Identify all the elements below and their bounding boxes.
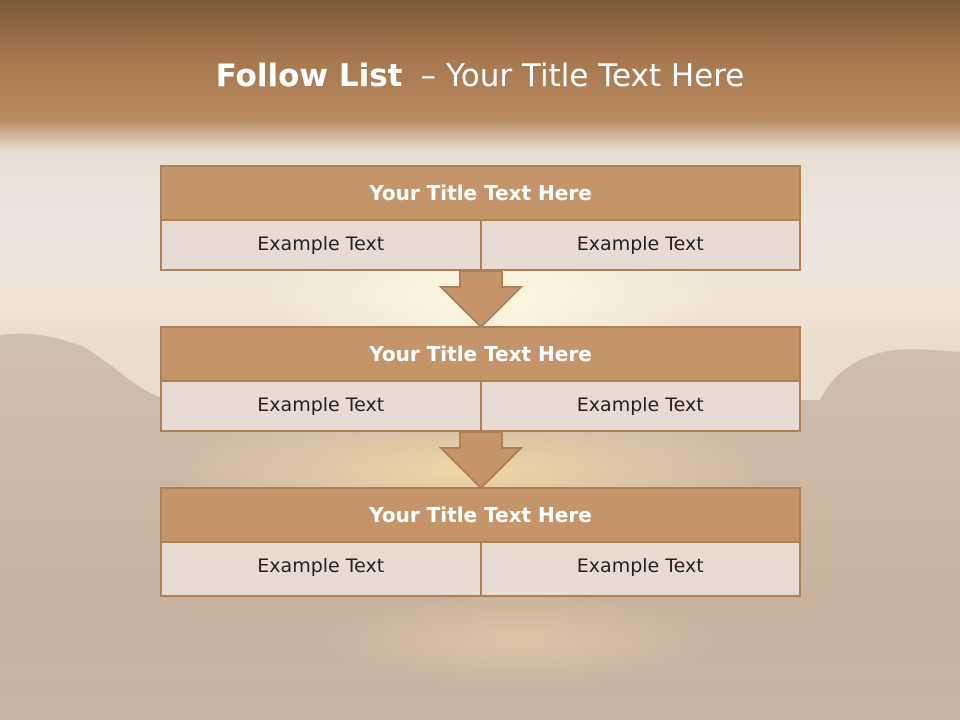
step-block-2: Your Title Text Here Example Text Exampl… <box>160 326 801 432</box>
step-row: Example Text Example Text <box>160 543 801 597</box>
step-title: Your Title Text Here <box>160 165 801 221</box>
step-cell-right: Example Text <box>481 382 801 432</box>
step-block-1: Your Title Text Here Example Text Exampl… <box>160 165 801 271</box>
step-row: Example Text Example Text <box>160 221 801 271</box>
down-arrow-icon <box>438 431 524 490</box>
slide-title: Follow List–Your Title Text Here <box>0 56 960 96</box>
title-rest: Your Title Text Here <box>445 58 745 94</box>
step-row: Example Text Example Text <box>160 382 801 432</box>
step-cell-left: Example Text <box>160 543 482 597</box>
step-cell-left: Example Text <box>160 382 482 432</box>
step-cell-right: Example Text <box>481 221 801 271</box>
step-title: Your Title Text Here <box>160 326 801 382</box>
title-dash: – <box>420 58 436 94</box>
step-cell-right: Example Text <box>481 543 801 597</box>
down-arrow-icon <box>438 270 524 329</box>
title-bold: Follow List <box>215 58 403 94</box>
step-block-3: Your Title Text Here Example Text Exampl… <box>160 487 801 597</box>
step-title: Your Title Text Here <box>160 487 801 543</box>
step-cell-left: Example Text <box>160 221 482 271</box>
